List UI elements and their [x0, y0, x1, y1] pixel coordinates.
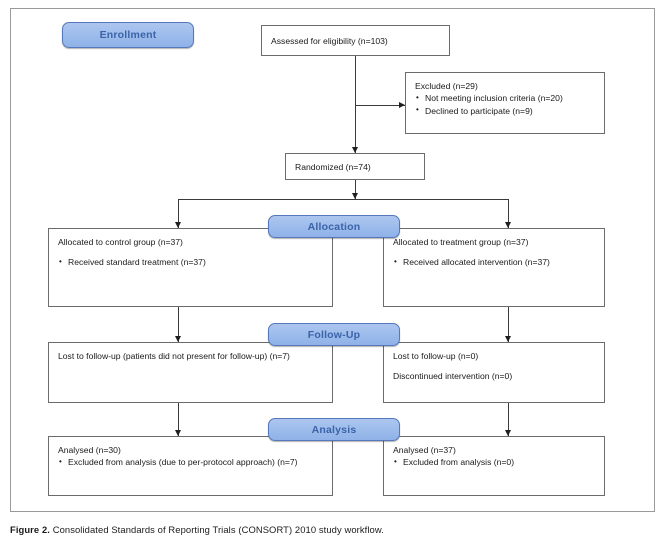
node-allocated-treatment: Allocated to treatment group (n=37) Rece… [383, 228, 605, 307]
arrowhead-randomized-to-treatment [505, 222, 511, 228]
node-followup-treatment: Lost to follow-up (n=0) Discontinued int… [383, 342, 605, 403]
connector-control-allocation-to-followup [178, 307, 179, 342]
arrowhead-randomized-to-control [175, 222, 181, 228]
node-analysis-treatment-bullet-1: Excluded from analysis (n=0) [393, 456, 595, 468]
arrowhead-treatment-followup-to-analysis [505, 430, 511, 436]
node-followup-treatment-line-2: Discontinued intervention (n=0) [393, 371, 513, 382]
connector-randomized-to-treatment [508, 199, 509, 228]
connector-assessed-to-randomized [355, 56, 356, 153]
node-randomized: Randomized (n=74) [285, 153, 425, 180]
stage-banner-analysis: Analysis [268, 418, 400, 441]
arrowhead-control-allocation-to-followup [175, 336, 181, 342]
node-analysis-control-bullet-1: Excluded from analysis (due to per-proto… [58, 456, 323, 468]
figure-caption-label: Figure 2. [10, 524, 50, 535]
node-excluded: Excluded (n=29) Not meeting inclusion cr… [405, 72, 605, 134]
connector-randomized-to-control [178, 199, 179, 228]
node-followup-treatment-line-1: Lost to follow-up (n=0) [393, 351, 479, 361]
arrowhead-randomized-stem [352, 193, 358, 199]
node-analysis-control-heading: Analysed (n=30) [58, 445, 121, 455]
node-allocated-control-heading: Allocated to control group (n=37) [58, 237, 183, 247]
node-allocated-control-bullet-1: Received standard treatment (n=37) [58, 256, 323, 268]
connector-control-followup-to-analysis [178, 403, 179, 436]
spacer [58, 248, 323, 256]
connector-assessed-to-excluded [355, 105, 405, 106]
arrowhead-control-followup-to-analysis [175, 430, 181, 436]
node-excluded-heading: Excluded (n=29) [415, 81, 478, 91]
spacer [393, 248, 595, 256]
node-assessed-for-eligibility: Assessed for eligibility (n=103) [261, 25, 450, 56]
figure-caption: Figure 2. Consolidated Standards of Repo… [10, 524, 650, 535]
node-allocated-control: Allocated to control group (n=37) Receiv… [48, 228, 333, 307]
node-analysis-control: Analysed (n=30) Excluded from analysis (… [48, 436, 333, 496]
arrowhead-assessed-to-randomized [352, 147, 358, 153]
stage-banner-followup: Follow-Up [268, 323, 400, 346]
node-assessed-line-1: Assessed for eligibility (n=103) [271, 35, 388, 46]
node-followup-control-line-1: Lost to follow-up (patients did not pres… [58, 351, 290, 361]
node-excluded-bullet-1: Not meeting inclusion criteria (n=20) [415, 92, 595, 104]
stage-banner-allocation-label: Allocation [307, 220, 361, 233]
node-analysis-treatment-heading: Analysed (n=37) [393, 445, 456, 455]
stage-banner-analysis-label: Analysis [311, 423, 357, 436]
stage-banner-followup-label: Follow-Up [307, 328, 361, 341]
node-allocated-treatment-bullet-1: Received allocated intervention (n=37) [393, 256, 595, 268]
node-randomized-line-1: Randomized (n=74) [295, 161, 371, 172]
stage-banner-allocation: Allocation [268, 215, 400, 238]
spacer [393, 362, 595, 370]
stage-banner-enrollment: Enrollment [62, 22, 194, 48]
connector-treatment-followup-to-analysis [508, 403, 509, 436]
arrowhead-assessed-to-excluded [399, 101, 405, 108]
node-analysis-treatment: Analysed (n=37) Excluded from analysis (… [383, 436, 605, 496]
node-followup-control: Lost to follow-up (patients did not pres… [48, 342, 333, 403]
node-allocated-treatment-heading: Allocated to treatment group (n=37) [393, 237, 529, 247]
figure-caption-text: Consolidated Standards of Reporting Tria… [52, 524, 384, 535]
connector-treatment-allocation-to-followup [508, 307, 509, 342]
arrowhead-treatment-allocation-to-followup [505, 336, 511, 342]
connector-randomized-stem [355, 180, 356, 199]
node-excluded-bullet-2: Declined to participate (n=9) [415, 104, 595, 117]
stage-banner-enrollment-label: Enrollment [99, 29, 157, 41]
connector-randomized-split-bar [178, 199, 509, 200]
